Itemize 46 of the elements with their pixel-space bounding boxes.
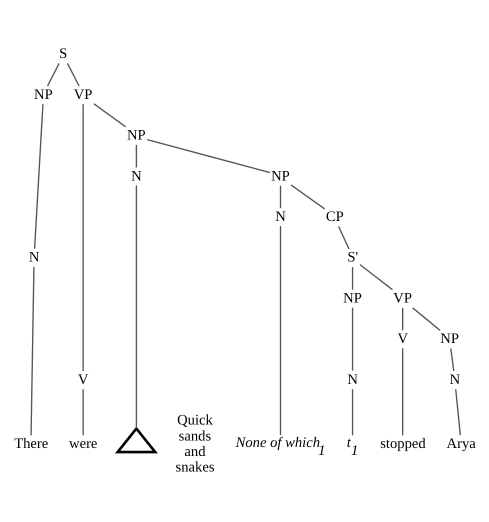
node-text: NP — [440, 331, 458, 348]
node-text: V — [396, 331, 408, 348]
node-text: NP — [270, 168, 290, 184]
node-text: NP — [126, 128, 146, 144]
connector — [351, 389, 353, 436]
node-label: Quick sands and snakes — [175, 412, 214, 476]
node-triangle — [114, 426, 158, 454]
connector — [30, 266, 34, 436]
node-text: NP — [342, 290, 362, 306]
node-text: N — [28, 250, 39, 266]
node-text: There — [14, 436, 48, 452]
connector — [279, 226, 281, 436]
node-text: stopped — [380, 436, 426, 452]
connector — [135, 185, 137, 428]
connector — [351, 308, 353, 371]
connector — [279, 186, 281, 208]
connector — [351, 267, 353, 290]
connector — [402, 308, 403, 330]
node-text: N — [346, 372, 358, 388]
node-text: N — [274, 209, 286, 226]
connector — [135, 144, 137, 168]
connector — [66, 63, 80, 86]
connector — [82, 389, 84, 436]
connector — [93, 103, 126, 128]
node-text: N — [130, 168, 142, 184]
node-text: S' — [346, 250, 358, 266]
connector — [337, 226, 350, 250]
connector — [450, 348, 454, 372]
connector — [82, 104, 84, 372]
connector — [359, 264, 392, 290]
connector — [412, 307, 440, 331]
connector — [146, 138, 270, 174]
node-text: NP — [34, 86, 52, 103]
connector — [402, 348, 403, 436]
node-text: VP — [73, 86, 92, 103]
node-text: CP — [325, 209, 344, 226]
node-text: Arya — [446, 436, 476, 452]
node-text: V — [77, 372, 88, 388]
connector — [454, 389, 461, 436]
node-text: S — [58, 46, 67, 62]
node-text: N — [449, 372, 460, 388]
node-text: were — [68, 436, 97, 452]
connector — [33, 104, 44, 249]
connector — [290, 184, 325, 210]
node-text: VP — [392, 290, 412, 306]
connector — [46, 63, 60, 86]
